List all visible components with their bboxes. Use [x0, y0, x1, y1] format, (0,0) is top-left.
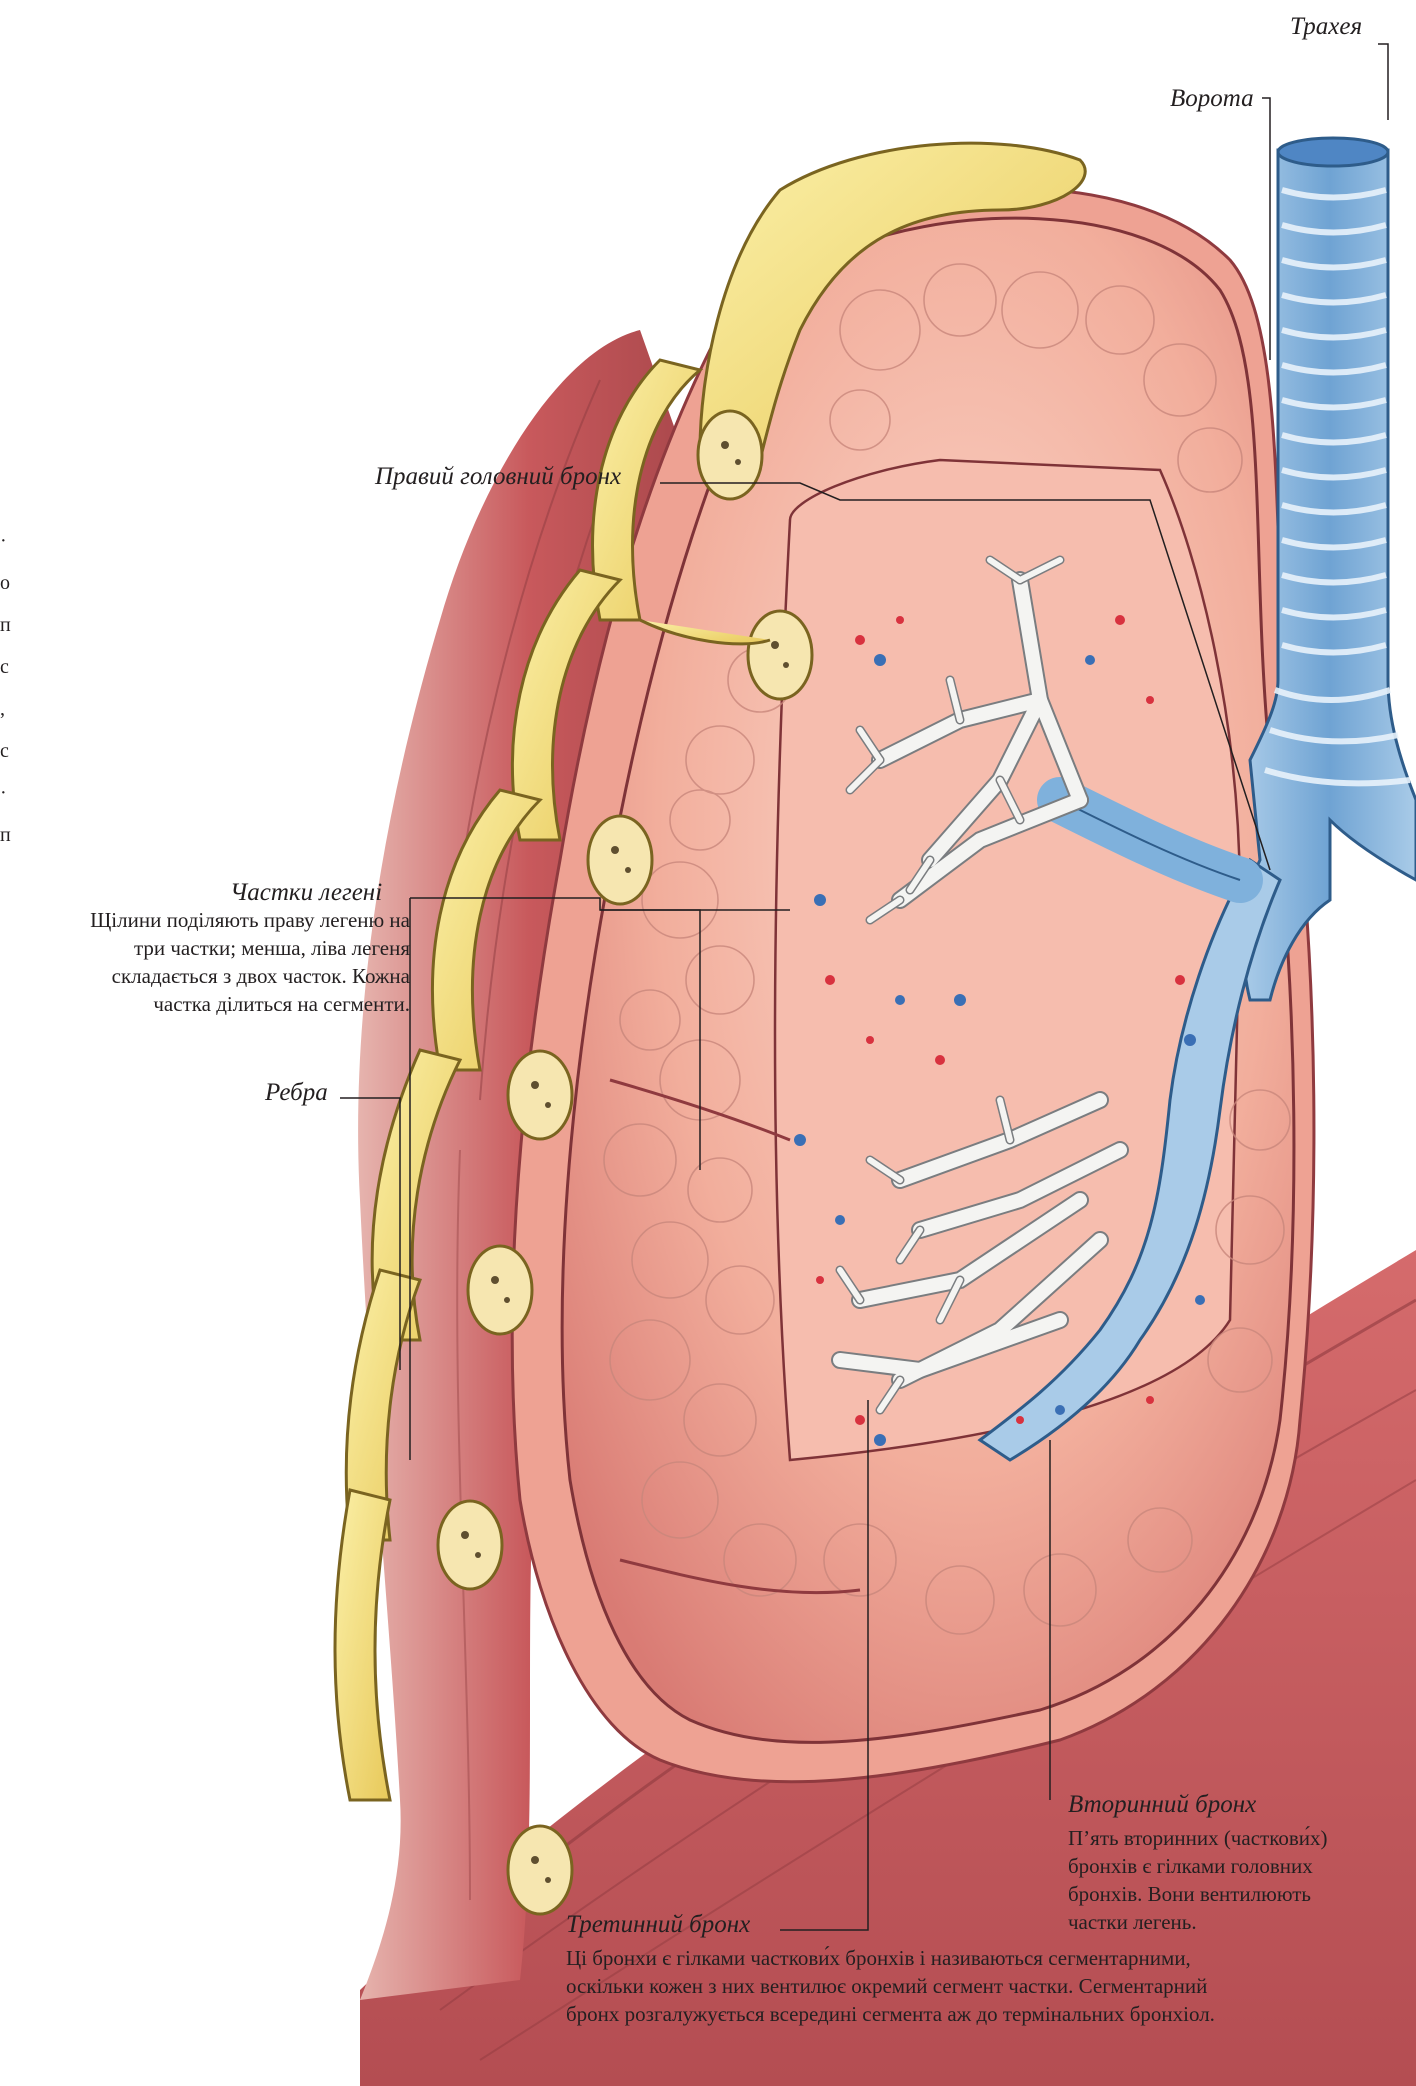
- rib: [696, 141, 1087, 501]
- secondary-bronchus-description: П’ять вторинних (часткови́х) бронхів є г…: [1068, 1824, 1413, 1937]
- edge-fragment: ,: [0, 698, 5, 720]
- lobes-description-line: складається з двох часток. Кожна: [111, 964, 410, 989]
- edge-fragment: ·: [0, 530, 7, 552]
- edge-text-fragments: · о п с , с · п: [0, 520, 20, 856]
- lobes-description-line: три частки; менша, ліва легеня: [133, 936, 410, 961]
- label-lobes: Частки легені: [230, 879, 383, 906]
- lobes-description: Щілини поділяють праву легеню на три час…: [6, 906, 410, 1019]
- edge-fragment: ·: [0, 782, 7, 804]
- tertiary-bronchus-description-line: Ці бронхи є гілками часткови́х бронхів і…: [566, 1946, 1191, 1970]
- label-right-main-bronchus: Правий головний бронх: [375, 463, 622, 490]
- right-main-bronchus: [977, 777, 1282, 1462]
- lung-fissures: [609, 1078, 861, 1595]
- ribs: [333, 141, 1087, 1916]
- leader-lines: [340, 43, 1389, 1931]
- edge-fragment: с: [0, 740, 9, 762]
- label-ribs: Ребра: [265, 1079, 328, 1106]
- tertiary-bronchus-description-line: бронх розгалужується всередині сегмента …: [566, 2002, 1215, 2027]
- secondary-bronchus-description-line: бронхів є гілками головних: [1068, 1854, 1313, 1879]
- tertiary-bronchus-description: Ці бронхи є гілками часткови́х бронхів і…: [566, 1944, 1411, 2028]
- lobes-description-line: Щілини поділяють праву легеню на: [90, 908, 410, 932]
- rib: [370, 1048, 534, 1342]
- edge-fragment: с: [0, 656, 9, 678]
- bronchial-tree: [831, 555, 1129, 1415]
- label-hilum: Ворота: [1170, 85, 1254, 112]
- lung-lobe-panel: [773, 458, 1242, 1462]
- label-secondary-bronchus: Вторинний бронх: [1068, 1791, 1257, 1818]
- trachea: [1241, 136, 1416, 1002]
- secondary-bronchus-description-line: П’ять вторинних (часткови́х): [1068, 1826, 1328, 1850]
- secondary-bronchus-description-line: частки легень.: [1068, 1910, 1197, 1935]
- edge-fragment: о: [0, 572, 10, 594]
- vessel-cross-sections: [794, 615, 1205, 1446]
- rib: [333, 1488, 574, 1916]
- label-tertiary-bronchus: Третинний бронх: [566, 1911, 751, 1938]
- edge-fragment: п: [0, 614, 11, 636]
- lobule-pattern: [603, 263, 1291, 1635]
- edge-fragment: п: [0, 824, 11, 846]
- secondary-bronchus-description-line: бронхів. Вони вентилюють: [1068, 1882, 1312, 1907]
- rib: [511, 568, 654, 906]
- rib: [591, 358, 814, 701]
- lobes-description-line: частка ділиться на сегменти.: [153, 992, 410, 1017]
- tertiary-bronchus-description-line: оскільки кожен з них вентилює окремий се…: [566, 1974, 1208, 1999]
- label-trachea: Трахея: [1290, 13, 1363, 40]
